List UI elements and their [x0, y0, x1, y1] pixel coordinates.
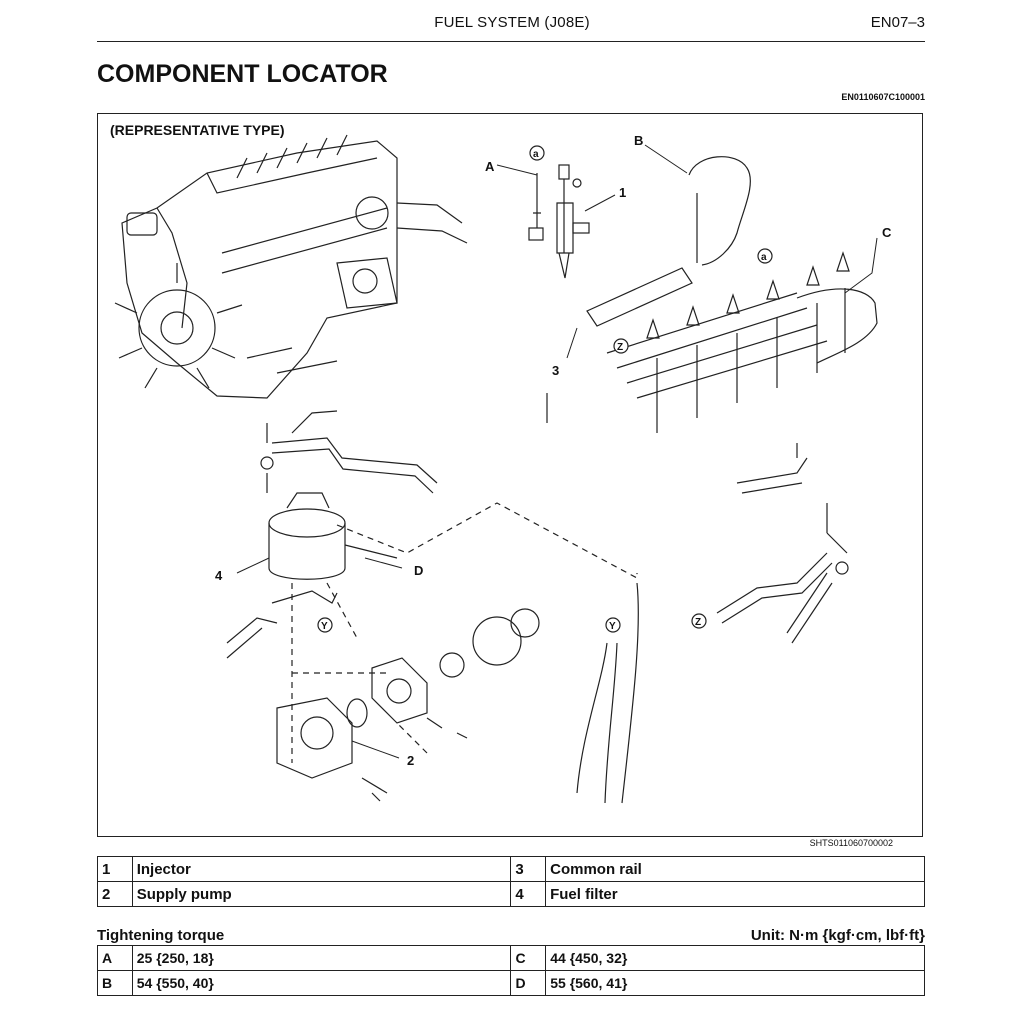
- page-title: COMPONENT LOCATOR: [97, 60, 388, 88]
- component-name: Supply pump: [131, 881, 512, 907]
- component-name: Injector: [131, 856, 512, 882]
- fuel-pipes: [260, 410, 438, 494]
- callout-number-2: 2: [407, 753, 414, 768]
- header-divider: [97, 41, 925, 42]
- torque-key: D: [510, 970, 547, 996]
- table-row: 2 Supply pump 4 Fuel filter: [97, 881, 925, 907]
- callout-label-c: C: [882, 225, 892, 240]
- injector-exploded: [528, 164, 590, 279]
- callout-number-3: 3: [552, 363, 559, 378]
- torque-value: 54 {550, 40}: [131, 970, 512, 996]
- ref-circle-y1: Y: [321, 621, 328, 632]
- callout-label-d: D: [414, 563, 423, 578]
- component-number: 2: [97, 881, 133, 907]
- figure-caption: (REPRESENTATIVE TYPE): [110, 122, 285, 138]
- ref-circle-a1: a: [533, 149, 539, 160]
- torque-table: A 25 {250, 18} C 44 {450, 32} B 54 {550,…: [97, 945, 925, 996]
- callout-number-1: 1: [619, 185, 626, 200]
- component-legend-table: 1 Injector 3 Common rail 2 Supply pump 4…: [97, 856, 925, 907]
- component-name: Fuel filter: [545, 881, 925, 907]
- figure-id: SHTS011060700002: [809, 838, 893, 848]
- return-pipes: [576, 582, 639, 804]
- callout-label-b: B: [634, 133, 643, 148]
- torque-unit: Unit: N·m {kgf·cm, lbf·ft}: [750, 927, 925, 944]
- component-number: 1: [97, 856, 133, 882]
- engine-illustration: [114, 134, 468, 399]
- section-title: FUEL SYSTEM (J08E): [434, 14, 590, 31]
- ref-circle-y2: Y: [609, 621, 616, 632]
- leader-lines: [236, 144, 878, 759]
- component-illustration: A B C D 1 2 3 4 a a Z Z Y Y: [114, 133, 892, 804]
- fuel-filter: [268, 492, 398, 580]
- torque-value: 44 {450, 32}: [545, 945, 925, 971]
- leak-off-pipes: [716, 443, 849, 644]
- page-number: EN07–3: [870, 14, 925, 31]
- connection-lines: [291, 502, 638, 763]
- torque-section-title: Tightening torque: [97, 927, 225, 944]
- torque-key: C: [510, 945, 547, 971]
- callout-label-a: A: [485, 159, 495, 174]
- ref-circle-a2: a: [761, 252, 767, 263]
- document-code: EN0110607C100001: [841, 92, 925, 102]
- ref-circle-z1: Z: [617, 342, 623, 353]
- table-row: 1 Injector 3 Common rail: [97, 856, 925, 882]
- torque-key: A: [97, 945, 133, 971]
- supply-pump: [226, 590, 540, 802]
- torque-value: 55 {560, 41}: [545, 970, 925, 996]
- component-name: Common rail: [545, 856, 925, 882]
- common-rail-assembly: [546, 193, 878, 433]
- injector-harness: [688, 156, 751, 266]
- ref-circle-z2: Z: [695, 617, 701, 628]
- torque-key: B: [97, 970, 133, 996]
- component-number: 4: [510, 881, 547, 907]
- torque-value: 25 {250, 18}: [131, 945, 512, 971]
- figure-frame: [97, 113, 923, 837]
- table-row: A 25 {250, 18} C 44 {450, 32}: [97, 945, 925, 971]
- table-row: B 54 {550, 40} D 55 {560, 41}: [97, 970, 925, 996]
- component-number: 3: [510, 856, 547, 882]
- callout-number-4: 4: [215, 568, 223, 583]
